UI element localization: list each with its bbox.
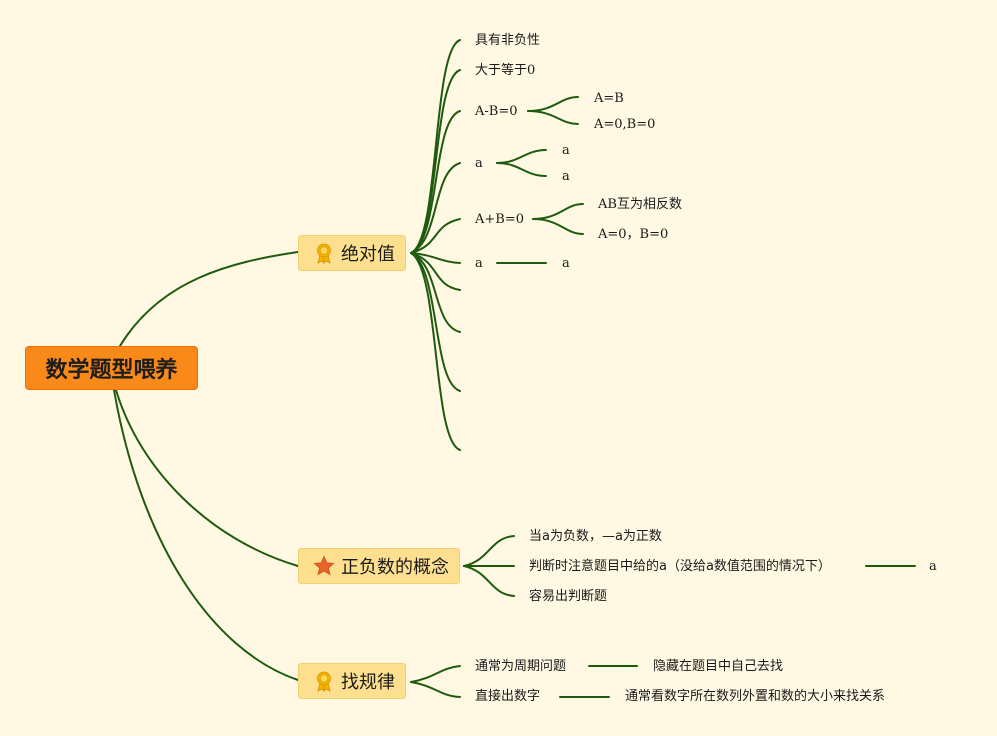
root-node[interactable]: 数学题型喂养 bbox=[25, 346, 198, 390]
topic-gte-zero[interactable]: 大于等于0 bbox=[475, 63, 536, 78]
connector-abs-empty3 bbox=[410, 252, 461, 392]
topic-direct-number[interactable]: 直接出数字 bbox=[475, 689, 541, 704]
connector-apb-2 bbox=[532, 218, 584, 235]
topic-judgment-question[interactable]: 容易出判断题 bbox=[529, 589, 608, 604]
connector-abs-aline bbox=[410, 252, 461, 264]
connector-amb-1 bbox=[527, 96, 579, 112]
connector-abs-apb bbox=[410, 218, 461, 254]
topic-periodic[interactable]: 通常为周期问题 bbox=[475, 659, 567, 674]
connector-abs-empty1 bbox=[410, 252, 461, 291]
connector-pattern-2 bbox=[410, 681, 461, 698]
topic-a-plus-b[interactable]: A+B=0 bbox=[475, 212, 524, 227]
topic-a-split[interactable]: a bbox=[475, 156, 483, 171]
connector-posneg-3 bbox=[463, 565, 515, 597]
branch-label: 找规律 bbox=[341, 672, 395, 693]
topic-direct-number-child[interactable]: 通常看数字所在数列外置和数的大小来找关系 bbox=[625, 689, 886, 704]
connector-apb-1 bbox=[532, 203, 584, 220]
topic-a-split-child-1[interactable]: a bbox=[562, 143, 570, 158]
topic-a-line[interactable]: a bbox=[475, 256, 483, 271]
ribbon-medal-icon bbox=[313, 670, 335, 692]
connector-asplit-1 bbox=[496, 149, 547, 164]
topic-a-line-child[interactable]: a bbox=[562, 256, 570, 271]
topic-a-minus-b-child-1[interactable]: A=B bbox=[594, 91, 624, 106]
star-icon bbox=[313, 555, 335, 577]
ribbon-medal-icon bbox=[313, 242, 335, 264]
connector-abs-asplit bbox=[410, 162, 461, 254]
connector-asplit-2 bbox=[496, 162, 547, 177]
branch-positive-negative[interactable]: 正负数的概念 bbox=[298, 548, 460, 584]
topic-a-minus-b-child-2[interactable]: A=0,B=0 bbox=[594, 117, 656, 132]
topic-nonnegative[interactable]: 具有非负性 bbox=[475, 33, 541, 48]
topic-judge-a-child[interactable]: a bbox=[929, 559, 937, 574]
branch-label: 绝对值 bbox=[341, 244, 395, 265]
topic-a-plus-b-child-1[interactable]: AB互为相反数 bbox=[598, 197, 682, 212]
branch-label: 正负数的概念 bbox=[341, 557, 449, 578]
connector-root-abs bbox=[119, 251, 299, 347]
topic-negative-a[interactable]: 当a为负数，—a为正数 bbox=[529, 529, 662, 544]
branch-absolute-value[interactable]: 绝对值 bbox=[298, 235, 406, 271]
connector-abs-gte0 bbox=[410, 69, 461, 254]
topic-judge-a[interactable]: 判断时注意题目中给的a（没给a数值范围的情况下） bbox=[529, 559, 831, 574]
connector-root-posneg bbox=[115, 389, 299, 567]
connector-abs-empty2 bbox=[410, 252, 461, 333]
connector-root-pattern bbox=[113, 389, 299, 681]
connector-pattern-1 bbox=[410, 665, 461, 683]
topic-a-minus-b[interactable]: A-B=0 bbox=[475, 104, 518, 119]
connector-posneg-1 bbox=[463, 535, 515, 567]
topic-a-split-child-2[interactable]: a bbox=[562, 169, 570, 184]
root-label: 数学题型喂养 bbox=[45, 358, 178, 383]
branch-find-pattern[interactable]: 找规律 bbox=[298, 663, 406, 699]
connector-amb-2 bbox=[527, 110, 579, 125]
connector-abs-amb bbox=[410, 110, 461, 254]
connector-abs-empty4 bbox=[410, 252, 461, 451]
topic-a-plus-b-child-2[interactable]: A=0，B=0 bbox=[598, 227, 669, 242]
topic-periodic-child[interactable]: 隐藏在题目中自己去找 bbox=[653, 659, 784, 674]
